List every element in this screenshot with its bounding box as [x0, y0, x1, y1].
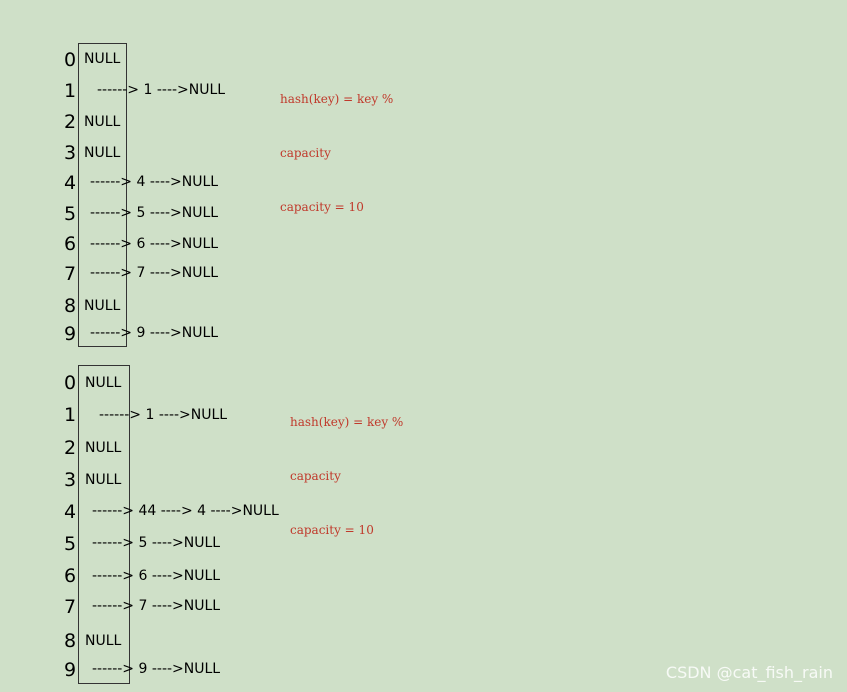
row-index: 3 — [64, 142, 77, 164]
row-index: 2 — [64, 111, 77, 133]
row-text: ------> 6 ---->NULL — [92, 568, 221, 584]
row-text: ------> 4 ---->NULL — [90, 174, 219, 190]
row-text: ------> 7 ---->NULL — [90, 265, 219, 281]
hash-function-note-1: hash(key) = key % capacity capacity = 10 — [280, 54, 393, 234]
row-index: 6 — [64, 565, 77, 587]
row-text: ------> 7 ---->NULL — [92, 598, 221, 614]
row-index: 8 — [64, 295, 77, 317]
row-index: 0 — [64, 49, 77, 71]
note-line: capacity — [290, 469, 341, 483]
note-line: capacity — [280, 146, 331, 160]
row-index: 9 — [64, 323, 77, 345]
row-text: NULL — [84, 114, 121, 130]
row-index: 7 — [64, 263, 77, 285]
row-index: 0 — [64, 372, 77, 394]
hash-function-note-2: hash(key) = key % capacity capacity = 10 — [290, 377, 403, 557]
row-index: 1 — [64, 404, 77, 426]
row-text: ------> 1 ---->NULL — [99, 407, 228, 423]
hash-table-2-box — [78, 365, 130, 684]
row-text: ------> 6 ---->NULL — [90, 236, 219, 252]
row-text: NULL — [85, 472, 122, 488]
note-line: hash(key) = key % — [280, 92, 394, 106]
row-index: 5 — [64, 533, 77, 555]
note-line: capacity = 10 — [290, 523, 374, 537]
row-index: 6 — [64, 233, 77, 255]
hash-table-1-box — [78, 43, 127, 347]
row-text: NULL — [85, 375, 122, 391]
row-text: ------> 44 ----> 4 ---->NULL — [92, 503, 279, 519]
row-text: ------> 9 ---->NULL — [92, 661, 221, 677]
row-index: 9 — [64, 659, 77, 681]
row-text: NULL — [85, 633, 122, 649]
row-index: 3 — [64, 469, 77, 491]
row-index: 1 — [64, 80, 77, 102]
row-text: NULL — [84, 51, 121, 67]
row-index: 2 — [64, 437, 77, 459]
row-text: ------> 5 ---->NULL — [90, 205, 219, 221]
row-text: ------> 5 ---->NULL — [92, 535, 221, 551]
row-text: ------> 1 ---->NULL — [97, 82, 226, 98]
row-text: ------> 9 ---->NULL — [90, 325, 219, 341]
row-index: 7 — [64, 596, 77, 618]
note-line: hash(key) = key % — [290, 415, 404, 429]
row-index: 4 — [64, 172, 77, 194]
row-index: 8 — [64, 630, 77, 652]
note-line: capacity = 10 — [280, 200, 364, 214]
row-text: NULL — [84, 298, 121, 314]
row-text: NULL — [84, 145, 121, 161]
row-index: 5 — [64, 203, 77, 225]
row-text: NULL — [85, 440, 122, 456]
row-index: 4 — [64, 501, 77, 523]
watermark: CSDN @cat_fish_rain — [665, 663, 833, 682]
